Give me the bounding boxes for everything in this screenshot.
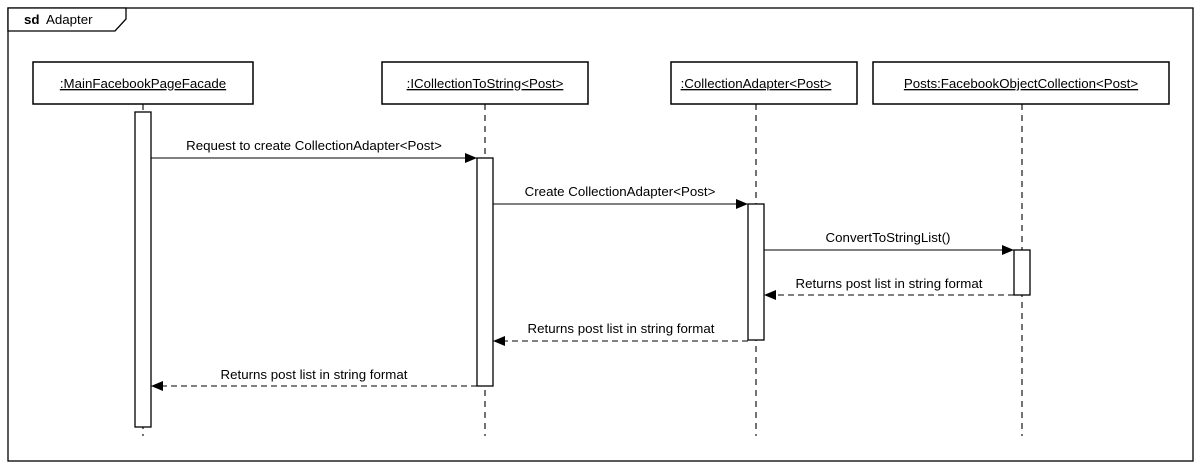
activation-collection-adapter <box>747 203 765 341</box>
message-convert-to-string-list: ConvertToStringList() <box>764 230 1014 255</box>
lifeline-head <box>670 61 858 105</box>
lifeline-label: :ICollectionToString<Post> <box>407 76 564 91</box>
message-label: Returns post list in string format <box>796 276 983 291</box>
activation-main-facebook-page-facade <box>134 111 152 428</box>
activation-icollection-to-string <box>476 157 494 387</box>
return-from-collection-adapter: Returns post list in string format <box>493 321 748 346</box>
frame-name: Adapter <box>46 12 93 27</box>
interaction-frame: sd Adapter <box>7 7 1194 462</box>
return-from-posts-collection: Returns post list in string format <box>764 276 1014 300</box>
lifeline-posts-facebook-object-collection: Posts:FacebookObjectCollection<Post> <box>872 61 1170 436</box>
message-label: Returns post list in string format <box>221 367 408 382</box>
lifeline-label: Posts:FacebookObjectCollection<Post> <box>904 76 1139 91</box>
message-label: Returns post list in string format <box>528 321 715 336</box>
lifeline-icollection-to-string: :ICollectionToString<Post> <box>381 61 589 436</box>
lifeline-head <box>381 61 589 105</box>
frame-tab <box>7 7 127 32</box>
lifeline-head <box>32 61 254 105</box>
message-label: Request to create CollectionAdapter<Post… <box>186 138 442 153</box>
message-label: Create CollectionAdapter<Post> <box>525 184 716 199</box>
frame-keyword: sd <box>24 12 40 27</box>
message-request-create-adapter: Request to create CollectionAdapter<Post… <box>151 138 477 163</box>
message-label: ConvertToStringList() <box>826 230 951 245</box>
lifeline-main-facebook-page-facade: :MainFacebookPageFacade <box>32 61 254 436</box>
lifeline-label: :MainFacebookPageFacade <box>60 76 226 91</box>
return-from-icollection-to-string: Returns post list in string format <box>151 367 477 391</box>
lifeline-label: :CollectionAdapter<Post> <box>681 76 832 91</box>
message-create-adapter: Create CollectionAdapter<Post> <box>493 184 748 209</box>
lifeline-head <box>872 61 1170 105</box>
frame-border <box>7 7 1194 462</box>
activation-posts-collection <box>1013 249 1031 296</box>
